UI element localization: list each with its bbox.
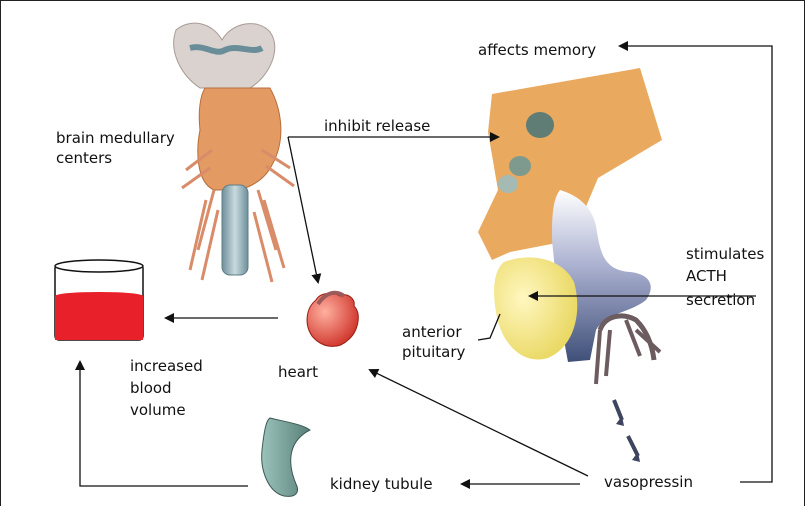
blood-volume-container xyxy=(55,260,143,340)
label-heart: heart xyxy=(278,362,318,382)
label-vasopressin: vasopressin xyxy=(604,472,693,492)
heart-illustration xyxy=(307,293,358,347)
label-kidney-tubule: kidney tubule xyxy=(330,474,433,494)
label-increased-blood-volume-line1: increased xyxy=(130,356,203,376)
anterior-pituitary-illustration xyxy=(494,257,577,359)
arrow-medulla-to-heart xyxy=(288,137,318,282)
label-brain-medullary-centers-line2: centers xyxy=(56,148,112,168)
vasopressin-release-arrows xyxy=(614,400,640,462)
label-stimulates-acth-line1: stimulates xyxy=(686,244,764,264)
kidney-tubule-illustration xyxy=(262,418,310,496)
label-increased-blood-volume-line2: blood xyxy=(130,378,172,398)
arrow-vasopressin-to-heart xyxy=(370,370,588,476)
label-stimulates-acth-line2: ACTH xyxy=(686,266,727,286)
label-affects-memory: affects memory xyxy=(478,40,596,60)
brain-medulla-illustration xyxy=(174,23,294,282)
label-brain-medullary-centers-line1: brain medullary xyxy=(56,128,175,148)
anterior-pituitary-leader-line xyxy=(478,314,500,340)
label-anterior-pituitary-line1: anterior xyxy=(402,322,462,342)
posterior-pituitary-vessels xyxy=(596,316,660,384)
label-stimulates-acth-line3: secretion xyxy=(686,290,755,310)
label-anterior-pituitary-line2: pituitary xyxy=(402,342,465,362)
label-inhibit-release: inhibit release xyxy=(324,116,430,136)
label-increased-blood-volume-line3: volume xyxy=(130,400,186,420)
